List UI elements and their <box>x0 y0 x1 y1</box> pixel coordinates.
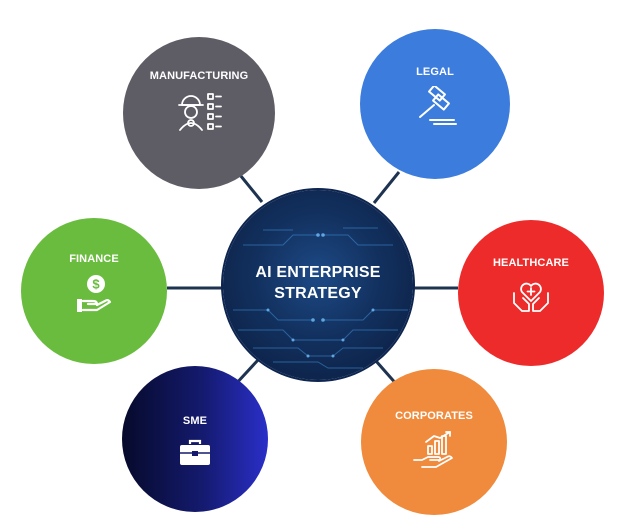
hub-title: AI ENTERPRISE STRATEGY <box>223 262 413 304</box>
circuit-pattern <box>233 227 408 369</box>
node-manufacturing: MANUFACTURING <box>123 37 275 189</box>
node-legal-label: LEGAL <box>416 65 454 78</box>
node-finance: FINANCE $ <box>21 218 167 364</box>
node-corporates: CORPORATES <box>361 369 507 515</box>
connector-legal <box>372 171 401 204</box>
hands-heart-icon <box>513 282 549 312</box>
node-healthcare-label: HEALTHCARE <box>493 256 569 269</box>
node-healthcare: HEALTHCARE <box>458 220 604 366</box>
hub-title-line-2: STRATEGY <box>274 285 362 302</box>
hand-growth-chart-icon <box>413 430 453 468</box>
hub-title-line-1: AI ENTERPRISE <box>255 264 381 281</box>
hub-circle: AI ENTERPRISE STRATEGY <box>223 190 413 380</box>
node-legal: LEGAL <box>360 29 510 179</box>
node-corporates-label: CORPORATES <box>395 409 473 422</box>
node-manufacturing-label: MANUFACTURING <box>149 69 249 82</box>
node-sme-label: SME <box>182 414 208 427</box>
worker-checklist-icon <box>178 92 222 131</box>
node-finance-label: FINANCE <box>69 252 119 265</box>
node-sme: SME <box>122 366 268 512</box>
briefcase-icon <box>180 439 210 465</box>
hand-dollar-icon: $ <box>77 274 112 312</box>
gavel-icon <box>419 85 457 125</box>
svg-text:$: $ <box>92 276 100 291</box>
